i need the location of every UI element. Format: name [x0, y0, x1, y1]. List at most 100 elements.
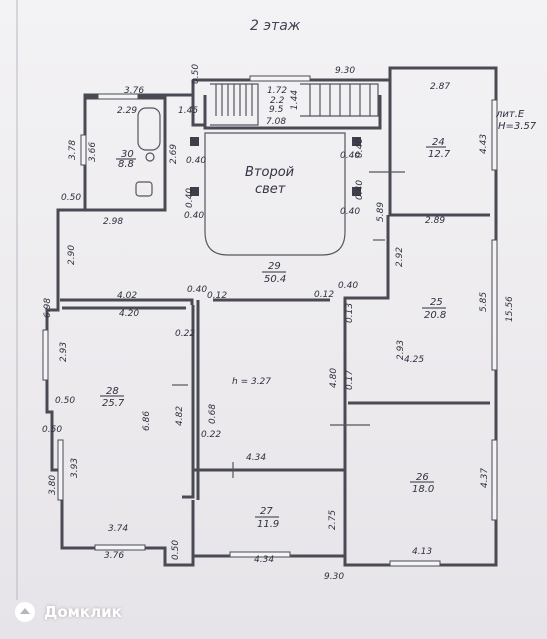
second-light-void	[204, 132, 346, 256]
dim-label: 0.22	[201, 430, 221, 440]
dim-label: 3.76	[124, 86, 144, 96]
dim-label: 0.50	[55, 396, 75, 406]
dim-label: 3.76	[104, 551, 124, 561]
second-light-line-2: свет	[255, 182, 286, 197]
dim-label: 0.40	[355, 180, 365, 200]
dim-label: 2.87	[430, 82, 450, 92]
dim-label: 0.40	[340, 207, 360, 217]
room-area: 25.7	[102, 398, 125, 409]
dim-label: 2.89	[425, 216, 445, 226]
room-area: 18.0	[412, 484, 434, 495]
dim-label: 3.93	[70, 458, 80, 478]
dim-label: 4.34	[254, 555, 274, 565]
dim-label: 3.66	[88, 142, 98, 162]
columns	[190, 137, 361, 196]
dim-label: 2.69	[169, 144, 179, 164]
dim-label: 2.29	[117, 106, 137, 116]
dim-label: 2.90	[67, 245, 77, 265]
bath-fixtures	[135, 107, 161, 197]
dim-label: 4.82	[175, 406, 185, 426]
dim-label: 0.40	[338, 281, 358, 291]
dim-label: 2.98	[103, 217, 123, 227]
dim-label: 5.85	[479, 292, 489, 312]
brand-watermark: Домклик	[14, 597, 122, 627]
domclick-logo-icon	[15, 602, 35, 622]
lit-label: лит.Е	[495, 109, 525, 120]
dim-label: 0.22	[175, 329, 195, 339]
dim-label: 0.40	[187, 285, 207, 295]
dim-label: 0.12	[207, 291, 227, 301]
dim-label: 0.50	[191, 64, 201, 84]
room-number: 24	[432, 137, 445, 148]
dim-label: 0.40	[340, 151, 360, 161]
dim-label: 4.25	[404, 355, 424, 365]
room-number: 28	[106, 386, 119, 397]
dim-label: 2.75	[328, 510, 338, 530]
door-marks	[172, 171, 405, 478]
room-area: 50.4	[264, 274, 286, 285]
room-area: 20.8	[424, 310, 446, 321]
dim-label: 9.30	[335, 66, 355, 76]
dim-label: 6.86	[142, 411, 152, 431]
interior-walls	[60, 80, 490, 560]
brand-name: Домклик	[44, 603, 122, 621]
dim-label: 2.93	[59, 342, 69, 362]
room-number: 26	[416, 472, 429, 483]
room-area: 8.8	[118, 159, 134, 170]
stair-label: 2.2	[270, 96, 285, 106]
stair-label: 1.45	[178, 106, 198, 116]
height-label: H=3.57	[498, 121, 537, 132]
room-26: 26 18.0	[410, 472, 434, 495]
dim-label: 5.89	[376, 202, 386, 222]
room-area: 11.9	[257, 519, 279, 530]
dim-label: 0.68	[208, 404, 218, 424]
dim-label: 0.40	[184, 211, 204, 221]
dim-label: 0.50	[61, 193, 81, 203]
room-29: 29 50.4	[262, 261, 286, 285]
stair-label: 7.08	[266, 117, 286, 127]
dim-label: 0.50	[171, 540, 181, 560]
room-25: 25 20.8	[422, 297, 446, 321]
dim-label: 4.37	[480, 468, 490, 488]
dimension-labels: 9.30 0.50 3.76 2.29 2.87 4.43 15.56 3.78…	[42, 64, 515, 582]
dim-label: 0.50	[42, 425, 62, 435]
dim-label: 15.56	[505, 296, 515, 322]
dim-label: 0.12	[314, 290, 334, 300]
dim-label: 4.13	[412, 547, 432, 557]
staircase-right	[300, 83, 379, 117]
dim-label: 4.02	[117, 291, 137, 301]
room-24: 24 12.7	[426, 137, 451, 160]
room-area: 12.7	[428, 149, 451, 160]
floor-title: 2 этаж	[250, 18, 301, 34]
dim-label: 0.40	[186, 156, 206, 166]
staircase-left	[210, 83, 259, 126]
dim-label: 4.34	[246, 453, 266, 463]
dim-label: 2.92	[395, 247, 405, 267]
room-30: 30 8.8	[116, 149, 136, 170]
dim-label: 3.74	[108, 524, 128, 534]
dim-label: 4.43	[479, 134, 489, 154]
room-number: 25	[430, 297, 443, 308]
stair-label: 1.44	[290, 90, 300, 110]
stair-label: 9.5	[269, 105, 284, 115]
stair-label: 1.72	[267, 86, 287, 96]
room-27: 27 11.9	[255, 506, 279, 530]
dim-label: 9.30	[324, 572, 344, 582]
dim-label: 3.80	[48, 475, 58, 495]
dim-label: 0.40	[355, 138, 365, 158]
room-28: 28 25.7	[100, 386, 125, 409]
room-number: 27	[260, 506, 273, 517]
second-light-line-1: Второй	[245, 165, 294, 180]
dim-label: 2.93	[396, 340, 406, 360]
ceiling-height: h = 3.27	[232, 377, 271, 387]
dim-label: 3.78	[68, 140, 78, 160]
dim-label: 0.17	[345, 370, 355, 390]
dim-label: 4.20	[119, 309, 139, 319]
windows	[42, 75, 498, 567]
dim-label: 4.80	[329, 368, 339, 388]
room-number: 30	[121, 149, 134, 160]
dim-label: 0.40	[185, 188, 195, 208]
dim-label: 6.98	[43, 298, 53, 318]
